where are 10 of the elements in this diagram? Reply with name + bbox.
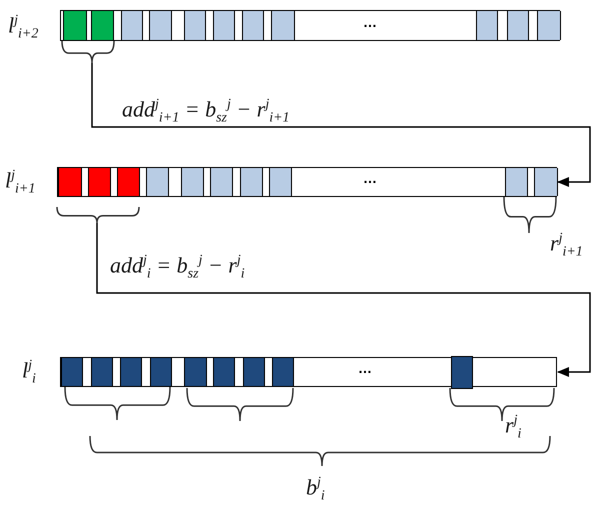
array-bar	[57, 167, 557, 197]
connector-arrow	[91, 63, 591, 187]
curly-brace	[57, 207, 139, 223]
array-bar	[60, 357, 557, 387]
array-bar	[60, 10, 560, 41]
curly-brace	[62, 41, 114, 63]
ellipsis-text: …	[363, 171, 377, 185]
connector-arrow	[96, 223, 591, 377]
ellipsis-text: …	[358, 361, 372, 375]
ellipsis-text: …	[363, 14, 377, 28]
